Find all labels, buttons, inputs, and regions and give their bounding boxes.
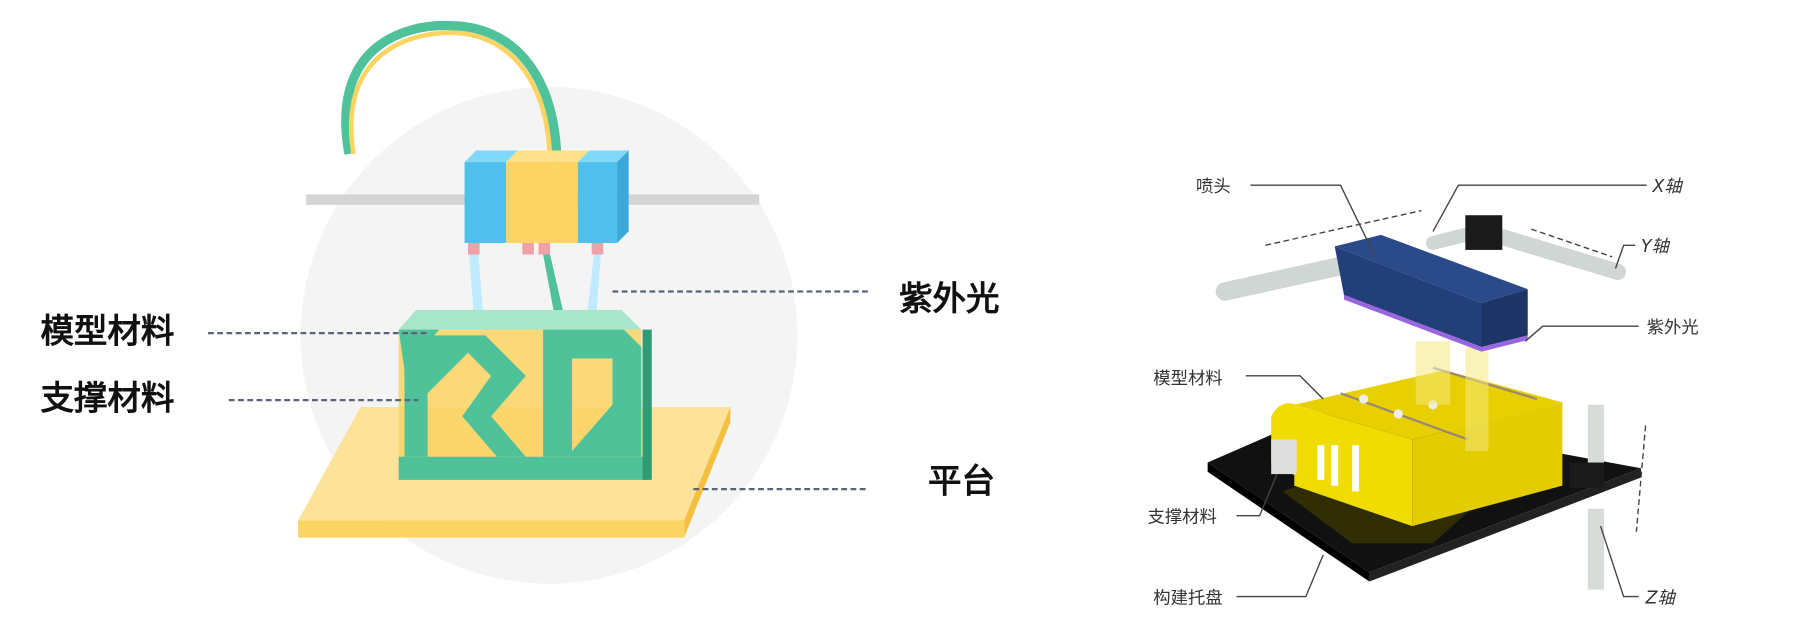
- label-platform: 平台: [928, 462, 995, 501]
- print-head: [1334, 234, 1528, 352]
- label-support-material-right: 支撑材料: [1148, 508, 1217, 528]
- rod-joint: [1465, 215, 1503, 250]
- print-head: [464, 150, 629, 255]
- right-polyjet-diagram: 喷头 X轴 Y轴 紫外光 模型材料 支撑材料 构建托盘 Z轴: [1148, 177, 1699, 608]
- build-tray-leader: [1236, 554, 1324, 598]
- uv-light-leader: [1524, 325, 1639, 342]
- label-model-material-right: 模型材料: [1153, 369, 1222, 389]
- motion-arrows: [1265, 209, 1647, 532]
- rods: [1215, 215, 1626, 590]
- label-z-axis: Z轴: [1645, 589, 1677, 609]
- model-block: [1271, 366, 1563, 527]
- 3d-model: [398, 309, 652, 480]
- uv-beams: [469, 254, 601, 315]
- z-axis-leader: [1599, 525, 1639, 598]
- label-uv-light-right: 紫外光: [1647, 318, 1699, 338]
- label-y-axis: Y轴: [1641, 237, 1671, 257]
- x-axis-leader: [1432, 184, 1647, 232]
- left-inkjet-diagram: 模型材料 支撑材料 紫外光 平台: [40, 20, 1000, 584]
- model-material-leader: [1245, 375, 1324, 400]
- y-axis-leader: [1614, 244, 1636, 269]
- support-material-leader: [1236, 473, 1278, 517]
- label-build-tray: 构建托盘: [1153, 589, 1222, 609]
- label-model-material: 模型材料: [40, 311, 174, 350]
- label-uv-light: 紫外光: [899, 279, 999, 318]
- z-rod: [1587, 404, 1604, 475]
- uv-beams: [1415, 341, 1489, 451]
- nozzle-leader: [1250, 184, 1376, 258]
- label-x-axis: X轴: [1652, 177, 1684, 197]
- label-support-material: 支撑材料: [40, 378, 174, 417]
- filament-tube: [341, 20, 562, 168]
- label-nozzle: 喷头: [1196, 177, 1231, 197]
